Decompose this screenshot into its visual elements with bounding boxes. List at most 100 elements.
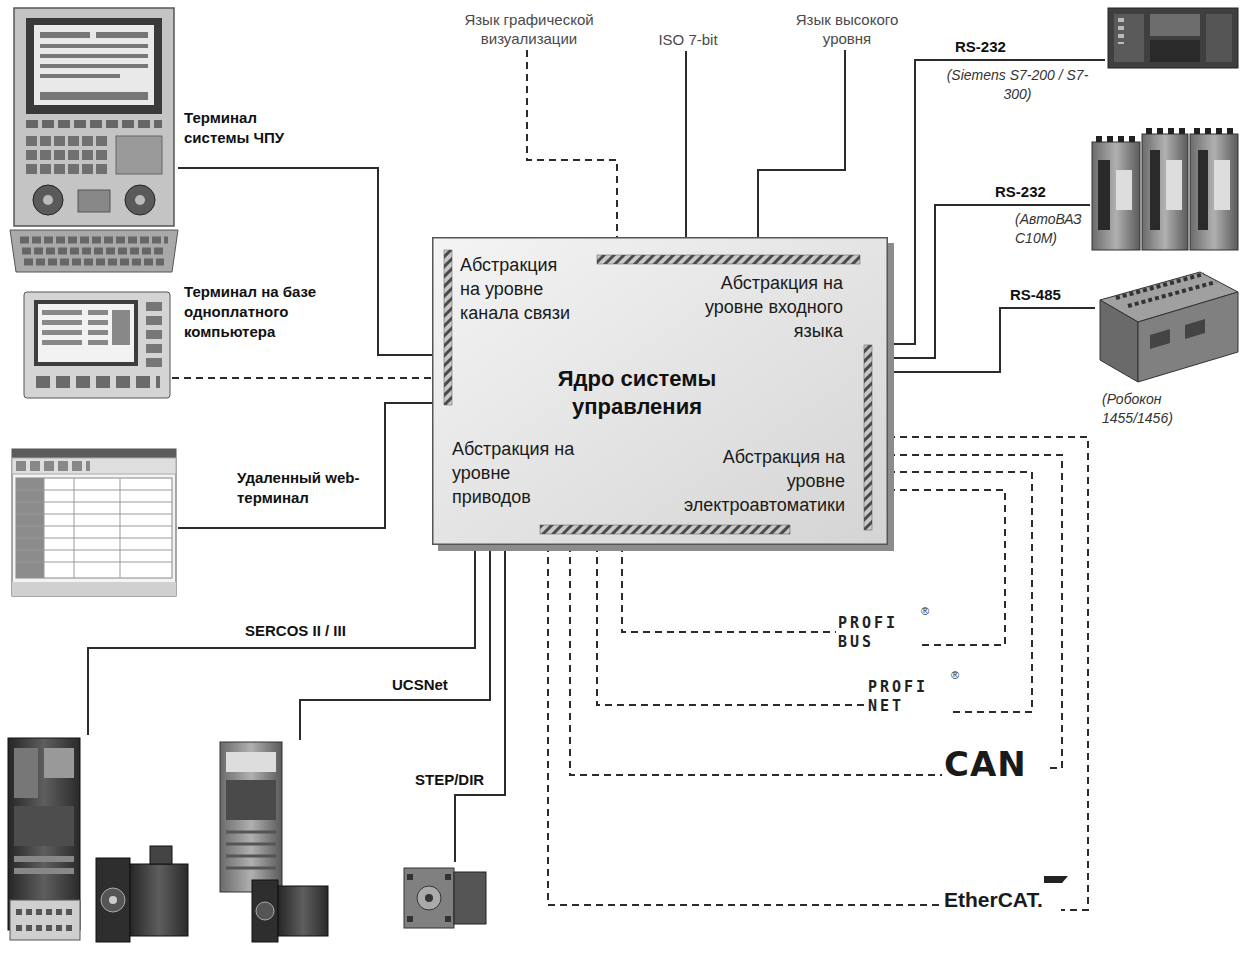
terminal-rows bbox=[1116, 274, 1216, 306]
motor-shaft bbox=[425, 894, 433, 902]
knob bbox=[125, 185, 155, 215]
table-grid bbox=[16, 478, 172, 578]
plc-device-text: (АвтоВАЗ С10М) bbox=[1015, 210, 1087, 248]
drive-panel bbox=[14, 806, 74, 846]
registered-mark: ® bbox=[921, 605, 929, 617]
plc-panel bbox=[1150, 40, 1200, 62]
motor-body bbox=[278, 886, 328, 936]
servo-drive-text: UCSNet bbox=[392, 676, 472, 694]
link-line bbox=[455, 545, 505, 862]
panel-terminal-text: Терминал на базе одноплатного компьютера bbox=[184, 282, 342, 342]
plc-device-text: (Siemens S7-200 / S7-300) bbox=[940, 66, 1095, 104]
servo-drive: UCSNet bbox=[215, 740, 330, 950]
screen-content bbox=[40, 32, 148, 100]
module bbox=[1190, 134, 1238, 250]
plc-panel bbox=[1114, 14, 1144, 62]
sercos-drive-picture bbox=[8, 738, 188, 942]
drive-body bbox=[220, 742, 282, 892]
plc-device: RS-232(Siemens S7-200 / S7-300) bbox=[1105, 5, 1240, 71]
side-panel bbox=[116, 136, 162, 174]
hatched-bar bbox=[597, 255, 860, 264]
dashed-link bbox=[548, 545, 942, 905]
dashed-link bbox=[622, 545, 836, 632]
dashed-link bbox=[888, 437, 1088, 910]
knob-cap bbox=[43, 195, 53, 205]
cnc-terminal-picture bbox=[10, 8, 178, 272]
dashed-link bbox=[527, 50, 617, 237]
cnc-terminal-text: Терминал системы ЧПУ bbox=[184, 108, 306, 148]
core-box-text: Абстракция на уровне входного языка bbox=[683, 271, 843, 343]
front-label bbox=[1166, 160, 1182, 210]
motor-flange bbox=[404, 868, 454, 928]
link-line bbox=[758, 50, 845, 237]
table bbox=[16, 478, 172, 578]
toolbar bbox=[12, 458, 176, 474]
core-box-text: Ядро системы управления bbox=[532, 365, 742, 421]
fieldbus-logo: PROFI BUS bbox=[836, 612, 920, 654]
link-line bbox=[888, 308, 1095, 372]
drive-panel bbox=[226, 752, 276, 772]
drive-panel bbox=[14, 748, 38, 798]
stepper-motor-text: STEP/DIR bbox=[415, 771, 500, 789]
dashed-link bbox=[597, 545, 866, 705]
dashed-link bbox=[172, 377, 432, 379]
plc-device-text: RS-232 bbox=[955, 38, 1035, 56]
connectors bbox=[1150, 319, 1205, 349]
plc-panel bbox=[1150, 14, 1200, 36]
fieldbus-logo-text: PROFI BUS bbox=[838, 614, 918, 652]
keyboard-keys bbox=[20, 240, 168, 262]
screen-bezel bbox=[26, 18, 162, 114]
terminal-body bbox=[24, 292, 170, 398]
ucsnet-drive-picture bbox=[220, 742, 328, 942]
registered-mark: ® bbox=[951, 669, 959, 681]
hatched-bar bbox=[540, 525, 790, 534]
link-line bbox=[888, 60, 1105, 344]
language-label: Язык высокого уровня bbox=[775, 8, 919, 50]
keypad bbox=[26, 136, 107, 174]
stepper-motor-picture bbox=[404, 868, 486, 928]
motor-hub bbox=[256, 902, 274, 920]
screen-bezel bbox=[34, 300, 138, 366]
module bbox=[1092, 142, 1140, 250]
fieldbus-logo: EtherCAT. bbox=[942, 885, 1061, 915]
plc-panel bbox=[1206, 14, 1232, 62]
plc-device-text: RS-232 bbox=[995, 183, 1075, 201]
plc-device-text: (Робокон 1455/1456) bbox=[1102, 390, 1186, 428]
drive-panel bbox=[226, 780, 276, 820]
switch-block bbox=[78, 190, 110, 212]
core-box-text: Абстракция на уровне электроавтоматики bbox=[667, 445, 845, 517]
dashed-link bbox=[888, 490, 1005, 645]
language-label: ISO 7-bit bbox=[645, 28, 731, 51]
screen bbox=[38, 304, 134, 362]
web-terminal-picture bbox=[12, 449, 176, 596]
fieldbus-logo: PROFI NET bbox=[866, 676, 950, 718]
link-line bbox=[178, 403, 432, 528]
softkeys bbox=[26, 120, 162, 128]
core-box-text: Абстракция на уровне канала связи bbox=[460, 253, 575, 325]
link-line bbox=[178, 168, 432, 355]
link-line bbox=[685, 51, 687, 237]
language-label-text: Язык графической визуализации bbox=[454, 10, 604, 48]
language-label: Язык графической визуализации bbox=[452, 8, 606, 50]
table-column bbox=[16, 478, 44, 578]
link-line bbox=[300, 545, 490, 740]
slot bbox=[1150, 150, 1160, 230]
motor-shaft bbox=[109, 896, 117, 904]
avtovaz-controller-picture bbox=[1092, 131, 1238, 250]
plc-device: RS-485(Робокон 1455/1456) bbox=[1095, 268, 1240, 386]
core-box: Абстракция на уровне канала связиАбстрак… bbox=[432, 237, 888, 545]
fieldbus-logo-text: PROFI NET bbox=[868, 678, 948, 716]
slot bbox=[1098, 160, 1110, 230]
keyboard-shelf bbox=[10, 230, 178, 272]
stepper-motor: STEP/DIR bbox=[400, 862, 490, 947]
hatched-bar bbox=[444, 250, 452, 405]
side-buttons bbox=[146, 302, 162, 368]
language-label-text: ISO 7-bit bbox=[647, 30, 729, 49]
link-line bbox=[88, 545, 475, 735]
knob bbox=[33, 185, 63, 215]
panel-body bbox=[14, 8, 174, 226]
servo-drive-text: SERCOS II / III bbox=[245, 622, 375, 640]
web-terminal: Удаленный web-терминал bbox=[10, 447, 178, 598]
web-terminal-text: Удаленный web-терминал bbox=[237, 468, 372, 508]
